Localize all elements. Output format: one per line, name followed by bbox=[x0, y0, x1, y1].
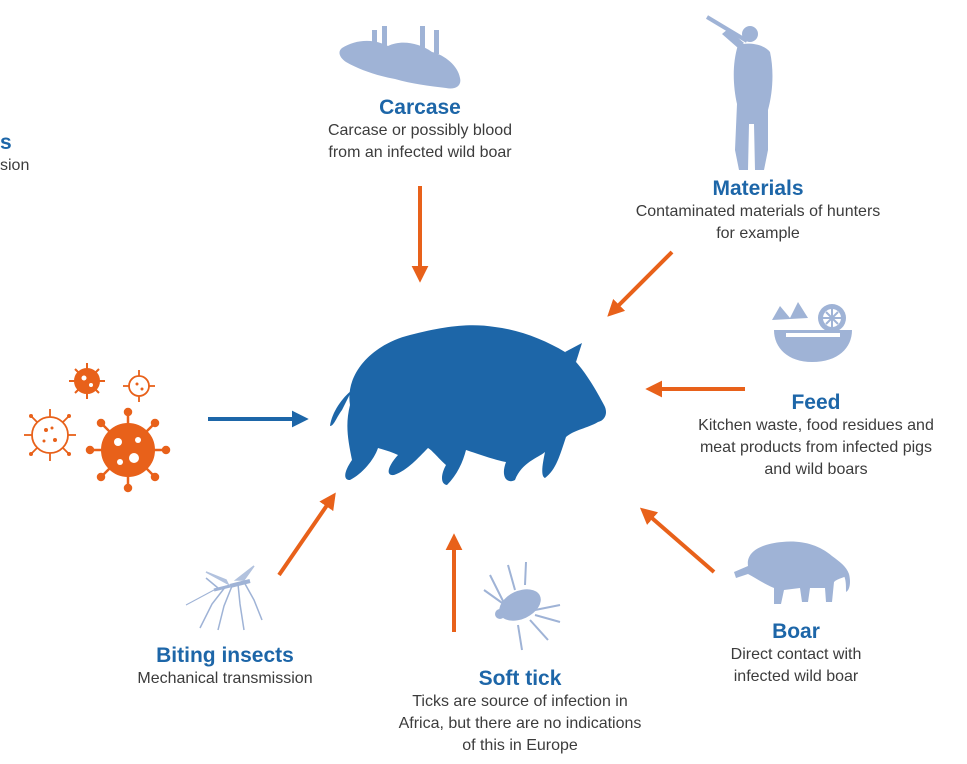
mosquito-icon bbox=[186, 566, 262, 630]
virus-title: s bbox=[0, 130, 29, 155]
virus-desc-1: sion bbox=[0, 155, 29, 177]
dead-boar-icon bbox=[339, 26, 460, 89]
carcase-title: Carcase bbox=[280, 95, 560, 120]
boar-desc-1: Direct contact with bbox=[686, 644, 906, 666]
carcase-desc-1: Carcase or possibly blood bbox=[280, 120, 560, 142]
tick-icon bbox=[484, 562, 560, 650]
label-feed: Feed Kitchen waste, food residues and me… bbox=[656, 390, 967, 481]
arrow-materials bbox=[612, 252, 672, 312]
feed-desc-2: meat products from infected pigs bbox=[656, 437, 967, 459]
materials-desc-2: for example bbox=[593, 223, 923, 245]
label-carcase: Carcase Carcase or possibly blood from a… bbox=[280, 95, 560, 164]
hunter-icon bbox=[707, 17, 772, 170]
materials-title: Materials bbox=[593, 176, 923, 201]
label-insects: Biting insects Mechanical transmission bbox=[100, 643, 350, 690]
label-virus-partial: s sion bbox=[0, 130, 29, 177]
boar-title: Boar bbox=[686, 619, 906, 644]
feed-title: Feed bbox=[656, 390, 967, 415]
boar-desc-2: infected wild boar bbox=[686, 666, 906, 688]
wild-boar-icon bbox=[330, 325, 606, 485]
food-bowl-icon bbox=[772, 302, 852, 362]
arrow-boar bbox=[645, 512, 714, 572]
insects-desc-1: Mechanical transmission bbox=[100, 668, 350, 690]
soft-tick-desc-2: Africa, but there are no indications bbox=[345, 713, 695, 735]
soft-tick-title: Soft tick bbox=[345, 666, 695, 691]
feed-desc-3: and wild boars bbox=[656, 459, 967, 481]
soft-tick-desc-3: of this in Europe bbox=[345, 735, 695, 757]
virus-icon bbox=[24, 363, 169, 491]
boar-icon bbox=[734, 542, 850, 604]
feed-desc-1: Kitchen waste, food residues and bbox=[656, 415, 967, 437]
insects-title: Biting insects bbox=[100, 643, 350, 668]
materials-desc-1: Contaminated materials of hunters bbox=[593, 201, 923, 223]
soft-tick-desc-1: Ticks are source of infection in bbox=[345, 691, 695, 713]
label-boar: Boar Direct contact with infected wild b… bbox=[686, 619, 906, 688]
label-materials: Materials Contaminated materials of hunt… bbox=[593, 176, 923, 245]
carcase-desc-2: from an infected wild boar bbox=[280, 142, 560, 164]
arrow-insects bbox=[279, 498, 332, 575]
label-soft-tick: Soft tick Ticks are source of infection … bbox=[345, 666, 695, 757]
